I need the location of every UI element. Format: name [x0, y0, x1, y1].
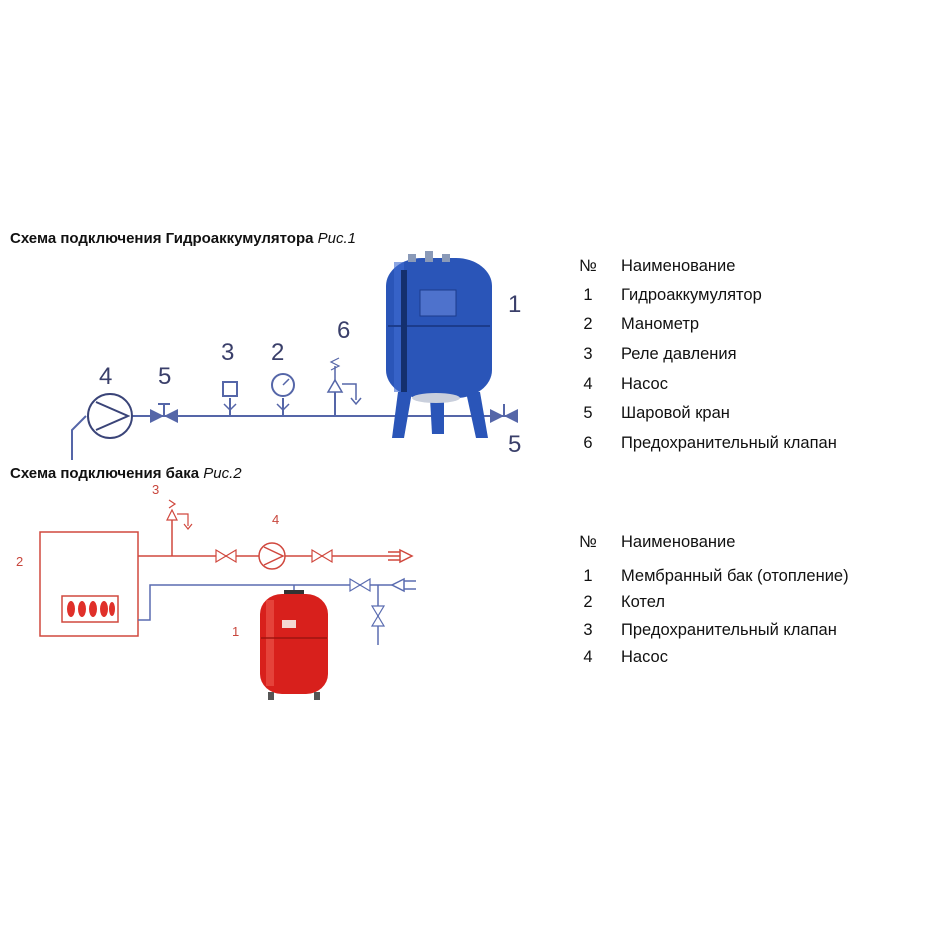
diagram2-figure-ref: Рис.2	[203, 465, 242, 482]
diagram1-title-text: Схема подключения Гидроаккумулятора	[10, 230, 314, 247]
d2-callout-4: 4	[272, 512, 279, 527]
diagram1-title: Схема подключения Гидроаккумулятора Рис.…	[10, 230, 356, 247]
legend2-header-name: Наименование	[621, 533, 736, 551]
legend2-row-num: 1	[583, 567, 593, 585]
callout-2: 2	[271, 339, 284, 366]
boiler-icon	[39, 531, 139, 637]
callout-5-left: 5	[158, 363, 171, 390]
callout-1: 1	[508, 291, 521, 318]
tank-legs	[392, 392, 488, 438]
callout-6: 6	[337, 317, 350, 344]
legend1-row-name: Предохранительный клапан	[621, 434, 837, 452]
hydroaccumulator-tank-icon	[386, 251, 492, 403]
d2-callout-3: 3	[152, 482, 159, 497]
legend1-row-num: 1	[583, 286, 593, 304]
legend2-row-name: Мембранный бак (отопление)	[621, 567, 849, 585]
return-pipe	[138, 584, 404, 621]
legend1-header-name: Наименование	[621, 257, 736, 275]
legend2-header-num: №	[579, 533, 597, 551]
drain-valve-icon	[370, 605, 386, 627]
manometer-icon	[271, 373, 295, 416]
legend1-row-name: Гидроаккумулятор	[621, 286, 762, 304]
legend1-row-name: Насос	[621, 375, 668, 393]
return-valve-icon	[349, 577, 371, 593]
legend2-row-name: Насос	[621, 648, 668, 666]
d2-callout-2: 2	[16, 554, 23, 569]
legend1-header-num: №	[579, 257, 597, 275]
safety-valve-icon	[326, 357, 362, 416]
legend2-row-num: 2	[583, 593, 593, 611]
ball-valve-right-icon	[490, 404, 518, 423]
legend1-row-num: 6	[583, 434, 593, 452]
callout-4: 4	[99, 363, 112, 390]
callout-5-right: 5	[508, 431, 521, 458]
legend1-row-name: Шаровой кран	[621, 404, 730, 422]
callout-3: 3	[221, 339, 234, 366]
legend2-row-num: 3	[583, 621, 593, 639]
boiler-safety-valve-icon	[166, 499, 193, 556]
legend1-row-num: 3	[583, 345, 593, 363]
legend2-row-num: 4	[583, 648, 593, 666]
legend1-row-name: Реле давления	[621, 345, 737, 363]
diagram1-figure-ref: Рис.1	[317, 230, 356, 247]
supply-valve-1-icon	[215, 548, 237, 564]
legend1-row-name: Манометр	[621, 315, 700, 333]
legend1-row-num: 5	[583, 404, 593, 422]
legend2-row-name: Предохранительный клапан	[621, 621, 837, 639]
supply-arrow	[399, 548, 414, 564]
return-arrow	[390, 577, 405, 593]
heating-pump-icon	[258, 542, 286, 570]
legend1-row-num: 2	[583, 315, 593, 333]
pump-icon	[87, 393, 133, 439]
ball-valve-left-icon	[150, 403, 178, 423]
pump-inlet-pipe	[71, 415, 87, 460]
d2-callout-1: 1	[232, 624, 239, 639]
legend1-row-num: 4	[583, 375, 593, 393]
legend2-row-name: Котел	[621, 593, 666, 611]
diagram2-title: Схема подключения бака Рис.2	[10, 465, 242, 482]
diagram2-title-text: Схема подключения бака	[10, 465, 200, 482]
membrane-tank-icon	[260, 590, 328, 700]
supply-valve-2-icon	[311, 548, 333, 564]
pressure-relay-icon	[222, 381, 238, 416]
